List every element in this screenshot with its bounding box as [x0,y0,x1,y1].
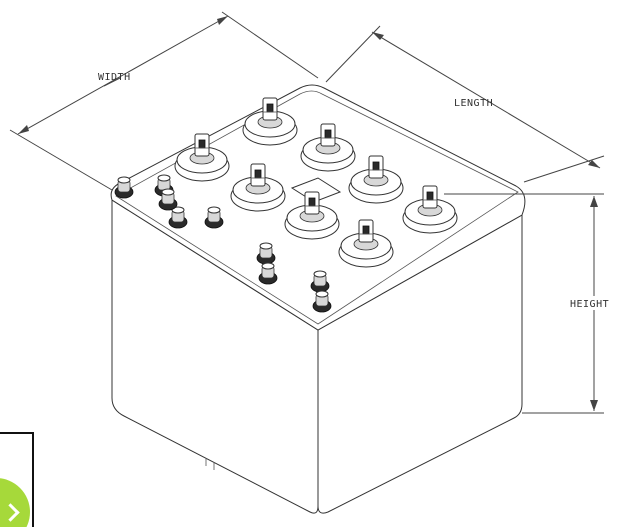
vent-cap [158,188,178,211]
terminal-post [300,123,356,172]
width-dimension: WIDTH [9,11,319,191]
terminal-post [174,133,230,182]
terminal-post [402,185,458,234]
terminal-post [338,219,394,268]
vent-cap [256,242,276,265]
battery-base-notch [205,458,215,470]
height-label: HEIGHT [570,299,609,310]
terminal-post [348,155,404,204]
terminal-posts [174,97,458,268]
vent-caps [114,174,332,313]
width-label: WIDTH [98,72,131,83]
corner-badge[interactable] [0,432,34,527]
vent-cap [310,270,330,293]
vent-cap [114,176,134,199]
terminal-post [284,191,340,240]
battery-right-face [317,214,523,514]
vent-cap [258,262,278,285]
length-label: LENGTH [454,98,493,109]
terminal-post [230,163,286,212]
height-dimension: HEIGHT [444,193,626,414]
vent-cap [168,206,188,229]
terminal-post [242,97,298,146]
vent-cap [312,290,332,313]
vent-cap [204,206,224,229]
battery-top-rim [115,90,519,325]
length-dimension: LENGTH [325,25,605,183]
